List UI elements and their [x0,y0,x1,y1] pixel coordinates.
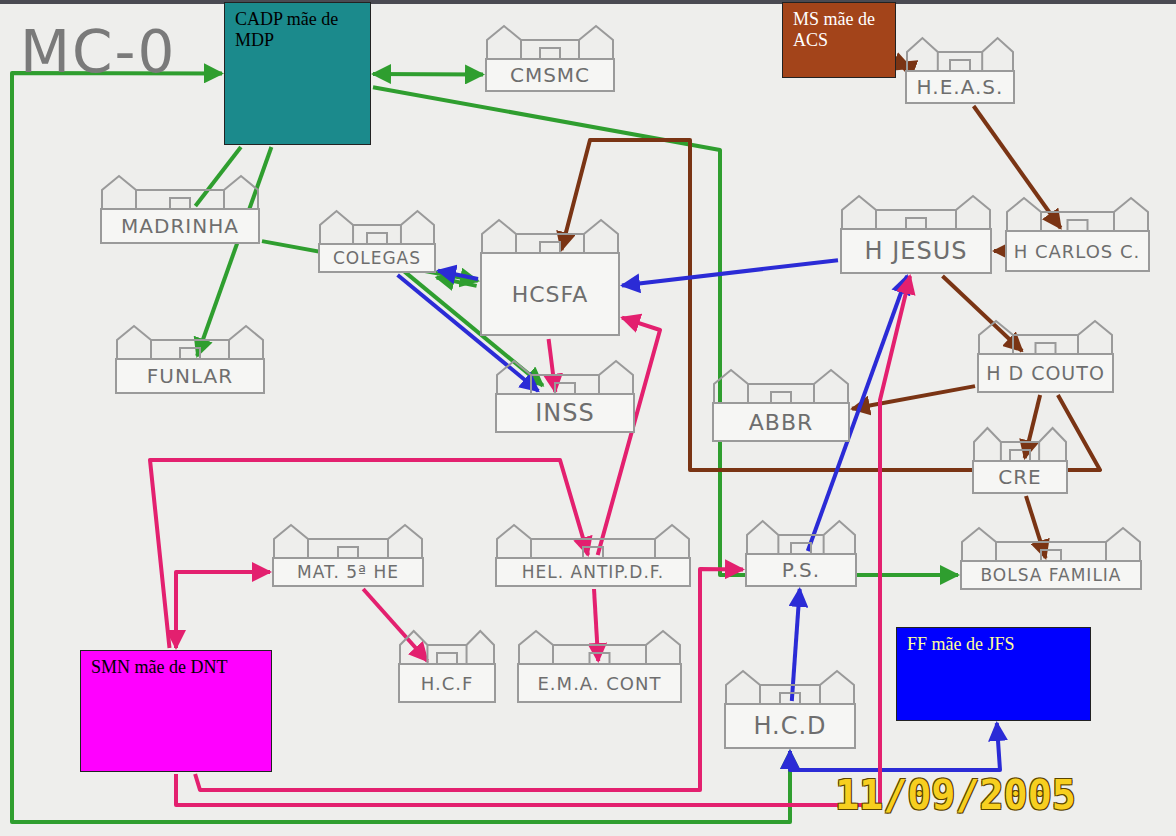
institution-name: ABBR [749,410,814,435]
title-text: MC-0 [20,18,176,86]
house-roof [977,319,1114,355]
house-roof [745,519,857,555]
institution-name: CMSMC [510,63,590,87]
institution-house: P.S. [745,553,857,587]
institution-house: CMSMC [485,58,615,92]
mother-box: SMN mãe de DNT [80,650,272,772]
house-roof [972,426,1068,462]
connector-arrow [176,572,270,648]
institution-name: MADRINHA [121,214,239,238]
connector-arrow [598,318,660,555]
house-roof [517,629,682,665]
institution-house: H.C.D [724,703,856,749]
connector-arrow [150,460,588,648]
connector-arrow [195,569,743,790]
institution-house: HEL. ANTIP.D.F. [495,557,691,587]
institution-name: H JESUS [865,237,968,265]
connector-arrow [1025,395,1040,458]
house-roof [272,523,424,559]
connector-arrow [363,589,427,661]
institution-house: E.M.A. CONT [517,663,682,703]
mother-label: MS mãe de ACS [793,9,885,51]
institution-name: INSS [535,399,595,427]
connector-arrow [994,249,1003,253]
connector-arrow [373,72,483,77]
institution-house: MAT. 5ª HE [272,557,424,587]
house-roof [1005,196,1150,232]
institution-house: H CARLOS C. [1005,230,1150,272]
connector-arrow [176,276,910,805]
institution-house: BOLSA FAMILIA [960,560,1142,590]
connector-arrow [195,147,241,206]
institution-name: HEL. ANTIP.D.F. [522,562,665,582]
connector-arrow [622,260,838,285]
date-stamp: 11/09/2005 [835,772,1076,818]
house-roof [318,209,436,245]
house-roof [840,194,992,230]
connector-arrow [594,589,598,661]
mother-label: FF mãe de JFS [907,634,1015,655]
connector-arrow [898,63,911,68]
institution-name: H D COUTO [986,362,1105,384]
institution-name: H.C.D [753,712,826,740]
institution-name: H.C.F [421,673,474,694]
house-roof [495,359,635,395]
institution-name: COLEGAS [333,248,421,268]
institution-house: H.E.A.S. [905,70,1015,104]
connector-arrow [974,106,1061,228]
house-roof [960,526,1142,562]
institution-house: HCSFA [480,252,620,336]
house-roof [115,324,265,360]
connector-arrow [1026,496,1046,558]
mother-box: CADP mãe de MDP [224,2,371,145]
institution-house: COLEGAS [318,243,436,273]
institution-house: ABBR [712,402,850,442]
institution-name: CRE [998,465,1042,489]
institution-house: H JESUS [840,228,992,274]
institution-name: P.S. [782,558,820,582]
institution-house: MADRINHA [100,208,260,244]
institution-name: E.M.A. CONT [538,673,662,694]
house-roof [480,218,620,254]
institution-house: FUNLAR [115,358,265,394]
house-roof [495,523,691,559]
institution-name: BOLSA FAMILIA [981,565,1122,585]
connector-arrow [373,87,958,575]
house-roof [485,24,615,60]
connector-arrow [12,73,790,822]
house-roof [100,174,260,210]
house-roof [398,629,496,665]
institution-house: H.C.F [398,663,496,703]
institution-name: MAT. 5ª HE [297,562,399,582]
house-roof [712,368,850,404]
house-roof [905,36,1015,72]
mother-box: MS mãe de ACS [782,2,896,78]
institution-name: H.E.A.S. [917,75,1004,99]
institution-name: HCSFA [512,282,589,307]
institution-name: H CARLOS C. [1014,241,1141,262]
institution-house: INSS [495,393,635,433]
house-roof [724,669,856,705]
connector-arrow [262,241,478,281]
institution-house: CRE [972,460,1068,494]
mother-label: SMN mãe de DNT [91,657,227,678]
institution-name: FUNLAR [147,364,233,388]
connector-arrow [943,276,1023,351]
connector-arrow [852,386,975,409]
mother-label: CADP mãe de MDP [235,9,360,51]
connector-arrow [197,147,271,356]
institution-house: H D COUTO [977,353,1114,393]
connector-arrow [561,140,1100,470]
mother-box: FF mãe de JFS [896,627,1091,721]
connector-arrow [438,271,478,279]
